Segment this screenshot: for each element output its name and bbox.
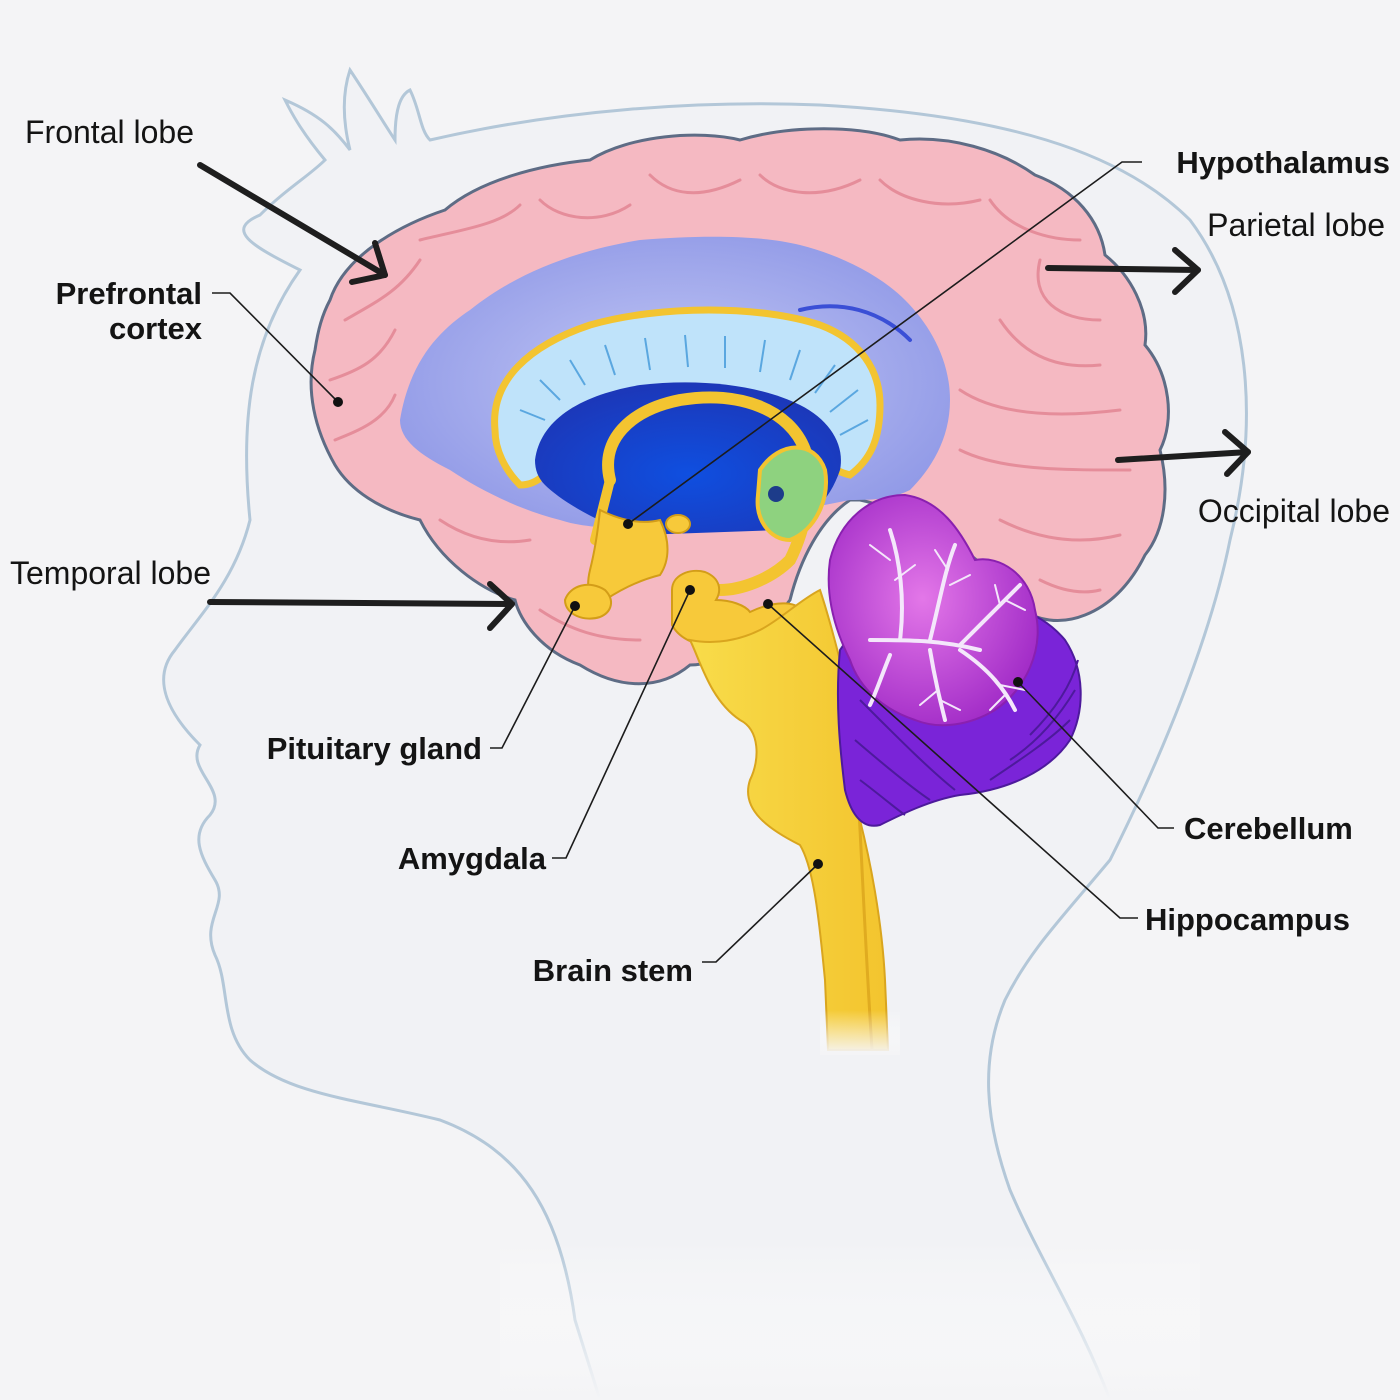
temporal-lobe-arrow: [207, 581, 515, 631]
prefrontal-dot: [333, 397, 343, 407]
label-cerebellum: Cerebellum: [1184, 811, 1353, 846]
occipital-lobe-arrow: [1115, 429, 1251, 477]
brain-stem-dot: [813, 859, 823, 869]
thalamus: [755, 445, 828, 543]
cerebellum-leader: [1017, 681, 1174, 829]
hypothalamus-leader: [627, 161, 1142, 525]
label-occipital-lobe: Occipital lobe: [1198, 493, 1390, 529]
brain-stem-leader: [702, 863, 819, 963]
label-prefrontal-cortex-2: cortex: [109, 311, 203, 346]
pituitary-leader: [490, 605, 576, 749]
cerebellum-folia: [854, 659, 1079, 816]
callosum-stripes: [519, 334, 869, 436]
parietal-lobe-arrow: [1045, 247, 1201, 295]
cortex-gyri: [328, 173, 1132, 642]
amygdala-dot: [685, 585, 695, 595]
hippocampus-leader: [767, 603, 1138, 919]
hypothalamus-shape: [587, 508, 669, 604]
cerebellum-dot: [1013, 677, 1023, 687]
pituitary-dot: [570, 601, 580, 611]
limbic-fornix: [602, 391, 816, 596]
label-temporal-lobe: Temporal lobe: [10, 555, 211, 591]
label-prefrontal-cortex-1: Prefrontal: [56, 276, 202, 311]
arbor-twigs: [869, 544, 1026, 711]
neck-fade: [500, 1240, 1200, 1400]
label-pituitary-gland: Pituitary gland: [267, 731, 482, 766]
arbor-vitae: [868, 528, 1022, 722]
amygdala-leader: [552, 589, 691, 859]
label-hippocampus: Hippocampus: [1145, 902, 1350, 937]
label-hypothalamus: Hypothalamus: [1176, 145, 1390, 180]
label-parietal-lobe: Parietal lobe: [1207, 207, 1385, 243]
prefrontal-leader: [212, 292, 339, 403]
small-nucleus: [665, 514, 691, 534]
frontal-lobe-arrow: [197, 162, 388, 285]
stem-fade: [820, 1010, 900, 1055]
cavity-fold: [798, 304, 912, 342]
label-amygdala: Amygdala: [398, 841, 547, 876]
label-brain-stem: Brain stem: [533, 953, 693, 988]
label-frontal-lobe: Frontal lobe: [25, 114, 194, 150]
hypothalamus-dot: [623, 519, 633, 529]
thalamus-dot: [768, 486, 784, 502]
hippocampus-dot: [763, 599, 773, 609]
